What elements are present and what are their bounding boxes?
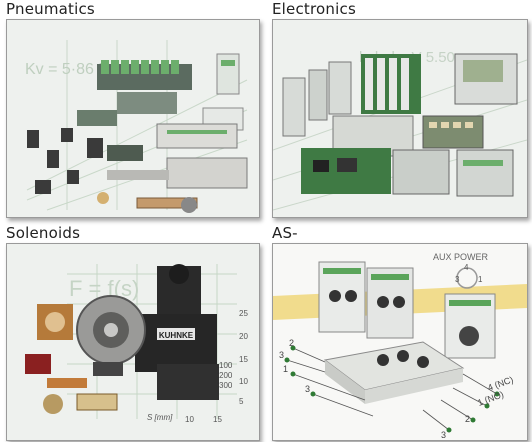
solenoids-illustration: F = f(s) 25 20 15 10 5 100 200 300 10 15… [25,264,248,424]
wire-number: 1 [283,364,288,374]
solenoids-label: Solenoids [6,224,81,242]
chart-tick-labels: 25 20 15 10 5 100 200 300 10 15 S [mm] [147,309,248,424]
electronics-label: Electronics [272,0,356,18]
pneumatics-overlay-text: Kv = 5·86 Kv [25,61,117,78]
plc-modules [282,53,518,137]
as-interface-illustration: AUX POWER 3 4 1 [273,252,527,440]
pneumatics-image[interactable]: Kv = 5·86 Kv [6,19,260,218]
tick-label: 15 [239,355,248,364]
aux-power-label: AUX POWER [433,252,489,262]
pneumatics-illustration: Kv = 5·86 Kv [25,40,248,213]
aux-pin-label: 4 [464,263,469,272]
tick-label: 25 [239,309,248,318]
pneumatic-cylinders [107,123,248,213]
wire-number: 3 [305,384,310,394]
tick-label: 10 [185,415,194,424]
tick-label: 100 [219,361,233,370]
pneumatics-label: Pneumatics [6,0,95,18]
wiring-lines [286,347,498,431]
wire-pin-label: 3 [441,430,446,440]
aux-power-connector [456,267,478,289]
wire-end-dots [284,345,500,433]
tick-label: 10 [239,377,248,386]
wire-pin-label: 2 [465,414,470,424]
as-interface-image[interactable]: AUX POWER 3 4 1 [272,243,528,441]
electronics-image[interactable]: kuhnke V 5.50 [272,19,528,218]
aux-pin-label: 3 [455,275,460,284]
solenoid-devices: KUHNKE [25,264,219,414]
wire-number: 2 [289,338,294,348]
as-interface-modules [318,261,496,404]
axis-label: S [mm] [147,413,173,422]
tick-label: 5 [239,397,244,406]
solenoid-brand-label: KUHNKE [159,331,194,340]
solenoids-image[interactable]: F = f(s) 25 20 15 10 5 100 200 300 10 15… [6,243,260,441]
circuit-boards [301,115,514,197]
aux-pin-label: 1 [478,275,483,284]
valve-manifold [97,60,192,114]
tick-label: 200 [219,371,233,380]
wire-number: 3 [279,350,284,360]
tick-label: 15 [213,415,222,424]
tick-label: 300 [219,381,233,390]
tick-label: 20 [239,332,248,341]
electronics-illustration: kuhnke V 5.50 [273,49,527,211]
